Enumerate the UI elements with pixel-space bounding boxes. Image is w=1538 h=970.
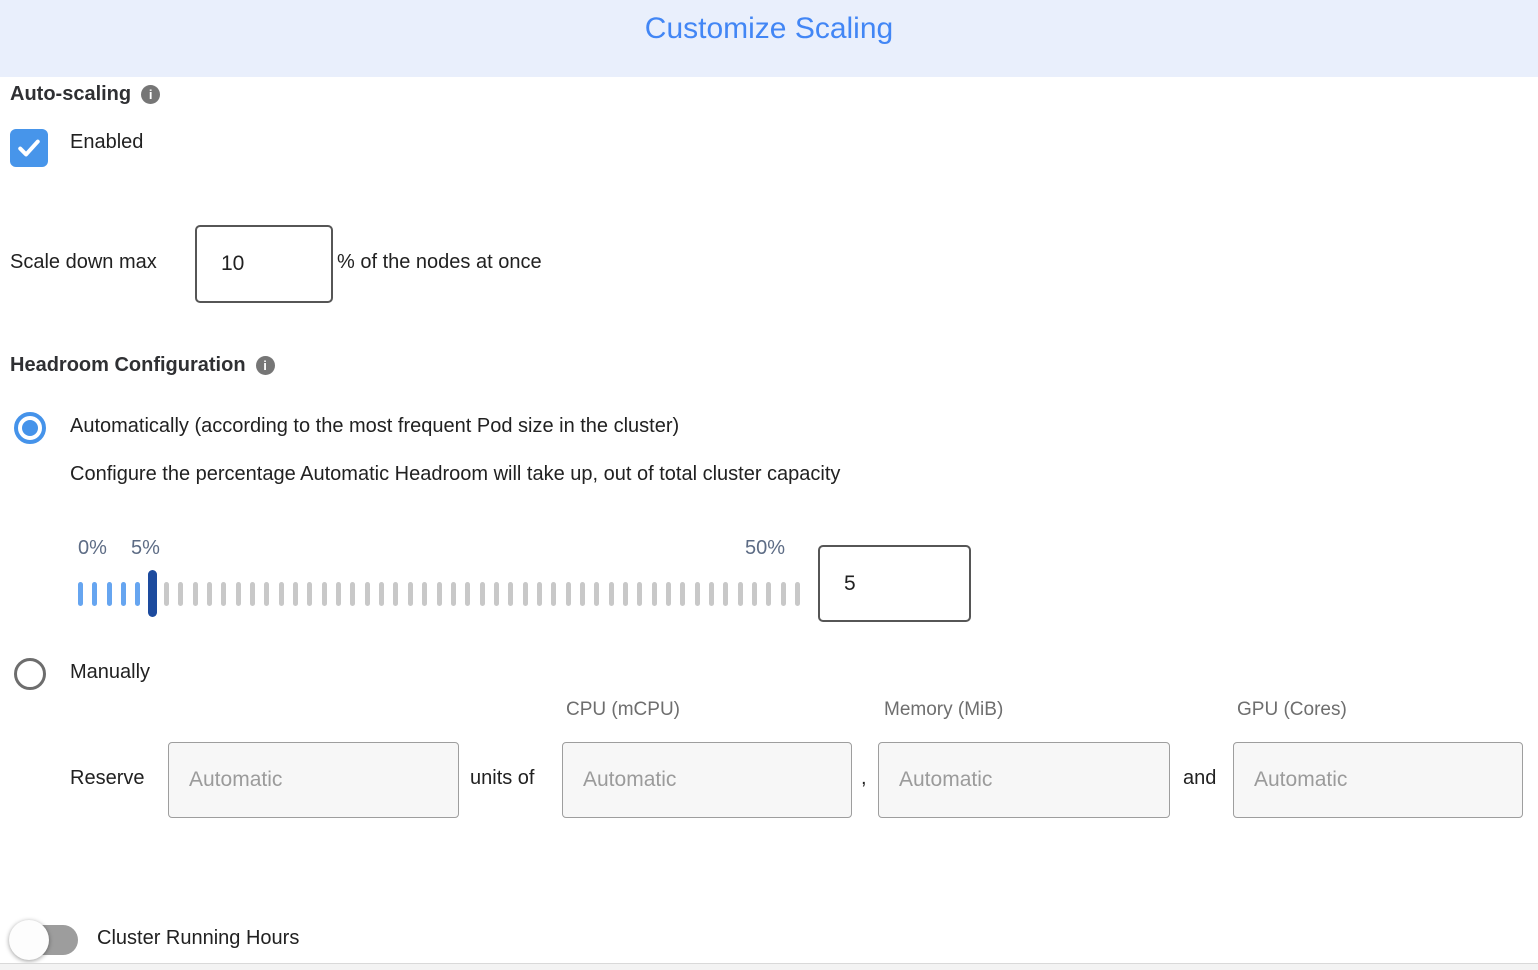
info-icon[interactable]: i xyxy=(255,356,275,375)
headroom-automatic-label: Automatically (according to the most fre… xyxy=(70,415,680,437)
headroom-section-label: Headroom Configuration i xyxy=(10,354,275,377)
slider-tick xyxy=(264,582,270,606)
slider-tick xyxy=(737,582,743,606)
reserve-cpu-field[interactable] xyxy=(562,742,852,818)
scale-down-prefix-label: Scale down max xyxy=(10,251,157,273)
slider-tick xyxy=(407,582,413,606)
slider-tick xyxy=(450,582,456,606)
slider-value-label: 5% xyxy=(131,537,160,559)
slider-tick xyxy=(622,582,628,606)
slider-tick xyxy=(92,582,98,606)
slider-tick xyxy=(536,582,542,606)
slider-tick xyxy=(436,582,442,606)
slider-tick xyxy=(795,582,800,606)
slider-tick xyxy=(508,582,514,606)
reserve-memory-field[interactable] xyxy=(878,742,1170,818)
comma-separator: , xyxy=(861,767,867,789)
slider-max-label: 50% xyxy=(745,537,786,559)
slider-tick xyxy=(637,582,643,606)
dialog-header: Customize Scaling xyxy=(0,0,1538,77)
reserve-gpu-field[interactable] xyxy=(1233,742,1523,818)
slider-tick xyxy=(708,582,714,606)
slider-tick xyxy=(178,582,184,606)
slider-tick xyxy=(393,582,399,606)
slider-tick xyxy=(336,582,342,606)
column-header-gpu: GPU (Cores) xyxy=(1237,699,1347,720)
slider-handle[interactable] xyxy=(147,570,157,617)
slider-tick xyxy=(751,582,757,606)
bottom-divider xyxy=(0,963,1538,964)
toggle-knob[interactable] xyxy=(9,920,49,960)
slider-tick xyxy=(594,582,600,606)
column-header-cpu: CPU (mCPU) xyxy=(566,699,680,720)
slider-tick xyxy=(235,582,241,606)
headroom-automatic-description: Configure the percentage Automatic Headr… xyxy=(70,463,841,485)
slider-tick xyxy=(135,582,141,606)
slider-tick xyxy=(522,582,528,606)
column-header-memory: Memory (MiB) xyxy=(884,699,1004,720)
reserve-label: Reserve xyxy=(70,767,145,789)
auto-scaling-enabled-checkbox[interactable] xyxy=(10,129,48,167)
slider-tick xyxy=(106,582,112,606)
slider-tick xyxy=(608,582,614,606)
headroom-manually-radio[interactable] xyxy=(14,658,46,690)
slider-tick xyxy=(293,582,299,606)
slider-tick xyxy=(164,582,170,606)
slider-tick xyxy=(221,582,227,606)
slider-tick xyxy=(422,582,428,606)
slider-tick xyxy=(579,582,585,606)
slider-tick xyxy=(192,582,198,606)
slider-tick xyxy=(364,582,370,606)
slider-tick xyxy=(78,582,83,606)
checkmark-icon xyxy=(15,134,43,162)
info-icon[interactable]: i xyxy=(141,85,161,104)
slider-tick xyxy=(680,582,686,606)
headroom-percentage-input[interactable] xyxy=(818,545,971,622)
auto-scaling-section-label: Auto-scaling i xyxy=(10,83,161,106)
slider-tick xyxy=(307,582,313,606)
slider-tick xyxy=(565,582,571,606)
slider-tick xyxy=(379,582,385,606)
scale-down-max-input[interactable] xyxy=(195,225,333,303)
slider-tick xyxy=(651,582,657,606)
scale-down-suffix-label: % of the nodes at once xyxy=(337,251,542,273)
slider-tick xyxy=(479,582,485,606)
headroom-manually-label: Manually xyxy=(70,661,151,683)
units-of-label: units of xyxy=(470,767,535,789)
slider-tick xyxy=(250,582,256,606)
headroom-slider[interactable] xyxy=(78,570,800,617)
slider-tick xyxy=(665,582,671,606)
slider-min-label: 0% xyxy=(78,537,107,559)
slider-tick xyxy=(493,582,499,606)
radio-dot xyxy=(22,420,38,436)
bottom-strip xyxy=(0,964,1538,970)
slider-tick xyxy=(465,582,471,606)
slider-tick xyxy=(551,582,557,606)
slider-tick xyxy=(207,582,213,606)
enabled-label: Enabled xyxy=(70,131,144,153)
cluster-running-hours-label: Cluster Running Hours xyxy=(97,927,300,949)
dialog-title: Customize Scaling xyxy=(644,12,894,45)
auto-scaling-label: Auto-scaling xyxy=(10,83,132,105)
slider-tick xyxy=(694,582,700,606)
slider-tick xyxy=(121,582,127,606)
headroom-automatic-radio[interactable] xyxy=(14,412,46,444)
slider-tick xyxy=(723,582,729,606)
cluster-running-hours-toggle[interactable] xyxy=(9,920,78,960)
headroom-configuration-label: Headroom Configuration xyxy=(10,354,246,376)
slider-tick xyxy=(780,582,786,606)
and-label: and xyxy=(1183,767,1217,789)
reserve-units-field[interactable] xyxy=(168,742,459,818)
slider-tick xyxy=(321,582,327,606)
slider-tick xyxy=(350,582,356,606)
slider-tick xyxy=(278,582,284,606)
slider-tick xyxy=(766,582,772,606)
